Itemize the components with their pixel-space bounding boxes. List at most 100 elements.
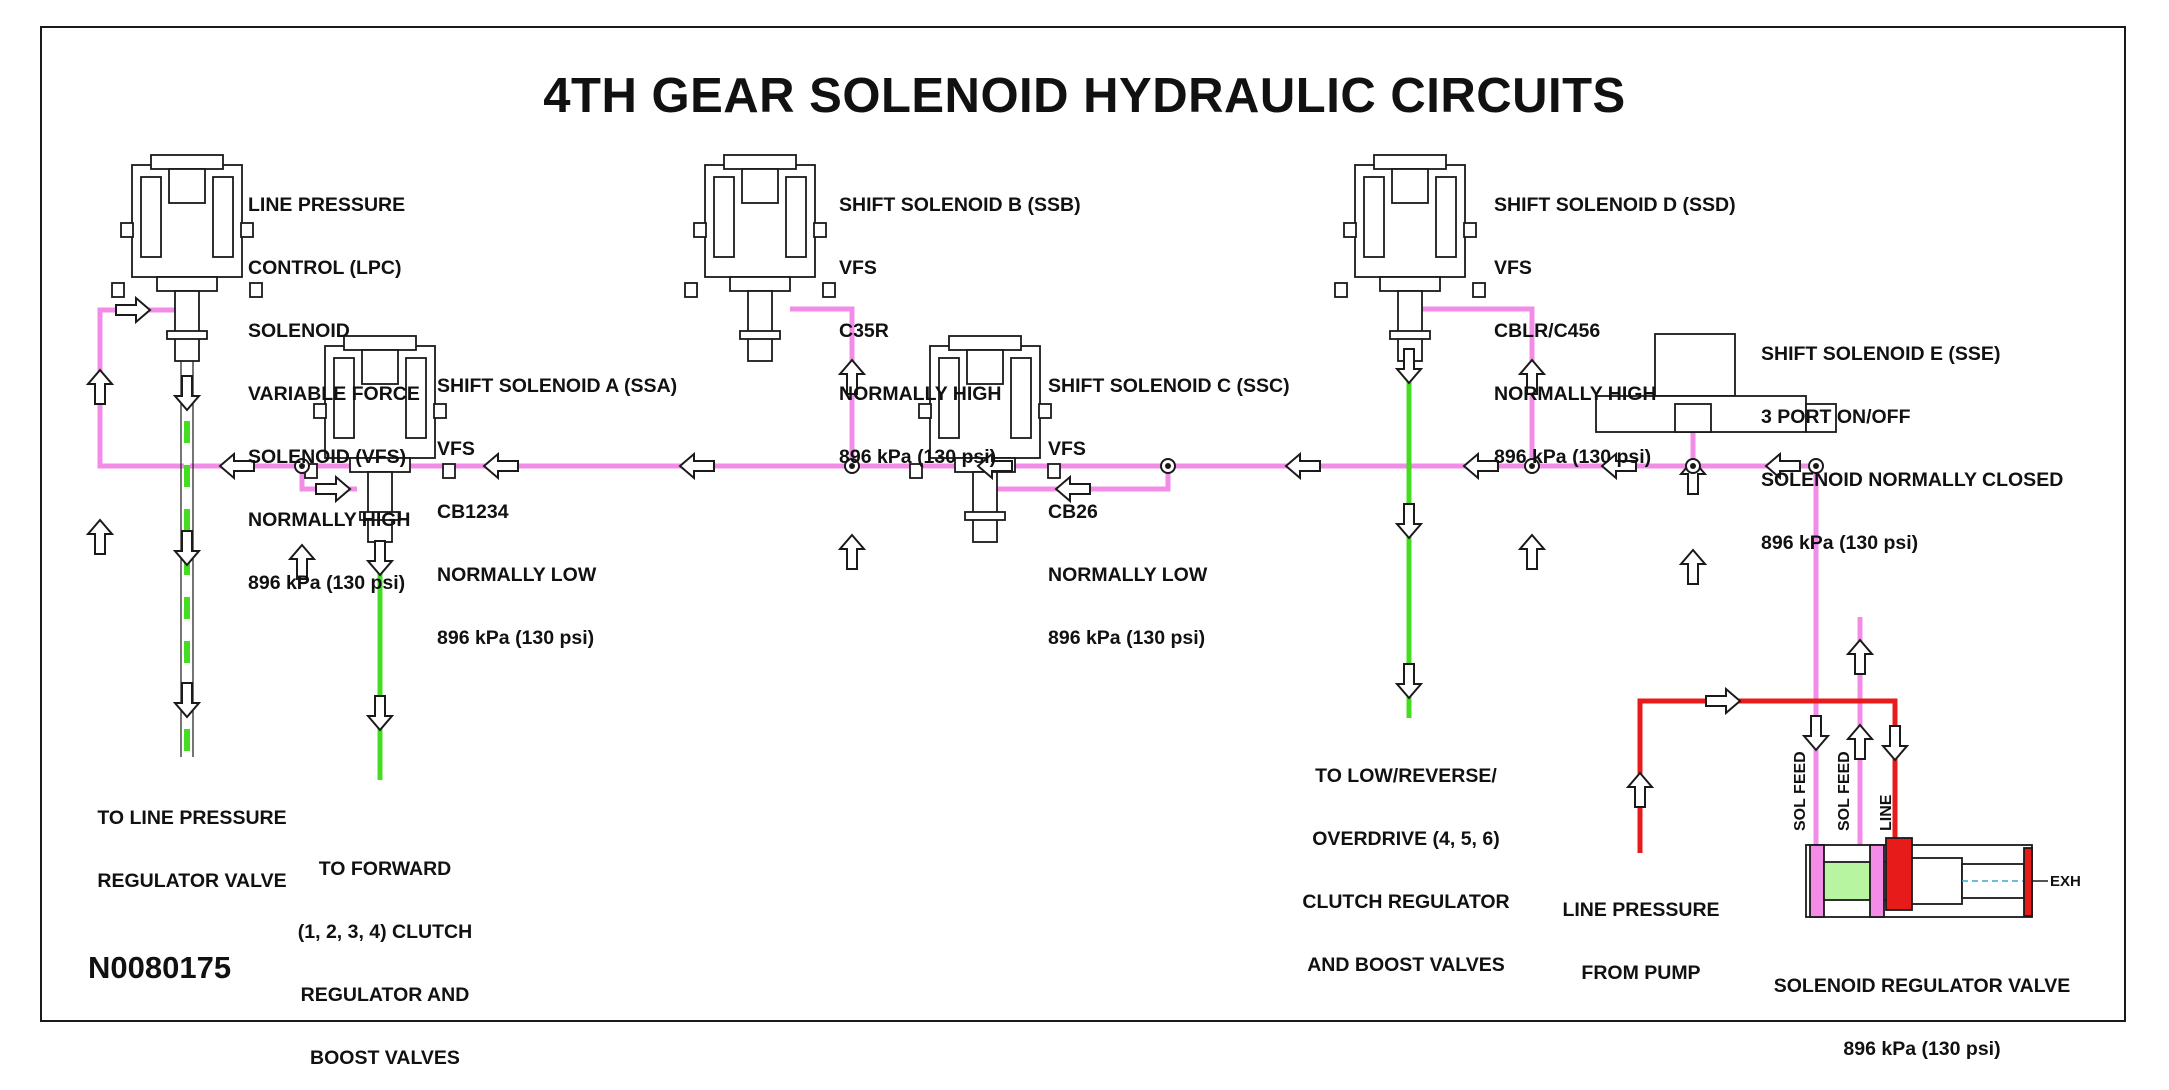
- mount-tab-right: [240, 222, 254, 238]
- sse-line: SOLENOID NORMALLY CLOSED: [1761, 469, 2064, 491]
- lpc-line: LINE PRESSURE: [248, 194, 406, 216]
- flow-arrow-up: [85, 518, 115, 555]
- exhaust-end-cap: [2023, 847, 2033, 917]
- ssa-line: NORMALLY LOW: [437, 564, 597, 586]
- sse-line: SHIFT SOLENOID E (SSE): [1761, 343, 2001, 365]
- solenoid-connector: [150, 154, 224, 170]
- figure-id: N0080175: [88, 950, 232, 985]
- terminal-left: [1334, 282, 1348, 298]
- lpc-solenoid-body: [111, 154, 263, 362]
- junction-center: [1165, 463, 1171, 469]
- ssc-line: VFS: [1048, 438, 1086, 460]
- flow-arrow-down: [1394, 503, 1424, 540]
- coil-left: [938, 357, 960, 439]
- flow-arrow-left: [1054, 474, 1091, 504]
- ssc-line: CB26: [1048, 501, 1098, 523]
- coil-right: [1435, 176, 1457, 258]
- ssa-solenoid-label: SHIFT SOLENOID A (SSA) VFS CB1234 NORMAL…: [437, 334, 677, 670]
- dest-line: 896 kPa (130 psi): [1843, 1038, 2001, 1060]
- armature: [168, 168, 206, 204]
- mount-tab-left: [313, 403, 327, 419]
- flow-arrow-down: [365, 695, 395, 732]
- ssa-line: CB1234: [437, 501, 509, 523]
- body-flange: [1379, 276, 1441, 292]
- mount-tab-right: [1038, 403, 1052, 419]
- ssa-solenoid-body: [304, 335, 456, 543]
- forward-clutch-label: TO FORWARD (1, 2, 3, 4) CLUTCH REGULATOR…: [270, 817, 500, 1090]
- stem-collar: [359, 511, 401, 521]
- flow-arrow-down: [1880, 725, 1910, 762]
- body-flange: [729, 276, 791, 292]
- coil-right: [405, 357, 427, 439]
- ssd-solenoid-body: [1334, 154, 1486, 362]
- sse-plunger: [1674, 403, 1712, 433]
- valve-stem: [747, 290, 773, 362]
- exhaust-port-label: EXH: [2050, 873, 2081, 890]
- body-flange: [156, 276, 218, 292]
- ssb-line: VFS: [839, 257, 877, 279]
- coil-left: [713, 176, 735, 258]
- flow-arrow-right: [315, 474, 352, 504]
- dest-line: TO LOW/REVERSE/: [1315, 765, 1497, 787]
- flow-arrow-down: [1801, 715, 1831, 752]
- armature: [966, 349, 1004, 385]
- stem-collar: [1389, 330, 1431, 340]
- line-port-label: LINE: [1878, 794, 1895, 831]
- sol-feed-1-port-label: SOL FEED: [1792, 751, 1809, 831]
- ssb-solenoid-label: SHIFT SOLENOID B (SSB) VFS C35R NORMALLY…: [839, 153, 1081, 489]
- armature: [741, 168, 779, 204]
- sse-line: 3 PORT ON/OFF: [1761, 406, 1911, 428]
- sol-feed-2-land: [1869, 844, 1885, 918]
- coil-left: [1363, 176, 1385, 258]
- stem-collar: [739, 330, 781, 340]
- lpc-line: NORMALLY HIGH: [248, 509, 411, 531]
- flow-arrow-right: [115, 295, 152, 325]
- terminal-left: [684, 282, 698, 298]
- flow-arrow-left: [976, 451, 1013, 481]
- mount-tab-right: [433, 403, 447, 419]
- terminal-right: [1472, 282, 1486, 298]
- mount-tab-right: [813, 222, 827, 238]
- ssd-line: SHIFT SOLENOID D (SSD): [1494, 194, 1736, 216]
- flow-arrow-left: [1284, 451, 1321, 481]
- ssc-line: NORMALLY LOW: [1048, 564, 1208, 586]
- stem-collar: [166, 330, 208, 340]
- junction-center: [1813, 463, 1819, 469]
- flow-arrow-left: [1600, 451, 1637, 481]
- flow-arrow-up: [837, 358, 867, 395]
- terminal-right: [822, 282, 836, 298]
- stem-collar: [964, 511, 1006, 521]
- flow-arrow-up: [1625, 771, 1655, 808]
- regulator-valve-label: SOLENOID REGULATOR VALVE 896 kPa (130 ps…: [1752, 934, 2092, 1081]
- dest-line: OVERDRIVE (4, 5, 6): [1312, 828, 1500, 850]
- mount-tab-left: [1343, 222, 1357, 238]
- ssa-line: 896 kPa (130 psi): [437, 627, 595, 649]
- sse-coil: [1654, 333, 1736, 397]
- ssd-line: 896 kPa (130 psi): [1494, 446, 1652, 468]
- flow-arrow-up: [287, 543, 317, 580]
- ssb-line: NORMALLY HIGH: [839, 383, 1002, 405]
- lpc-solenoid-label: LINE PRESSURE CONTROL (LPC) SOLENOID VAR…: [248, 153, 420, 615]
- armature: [361, 349, 399, 385]
- flow-arrow-left: [218, 451, 255, 481]
- dest-line: AND BOOST VALVES: [1307, 954, 1505, 976]
- lpc-line: SOLENOID (VFS): [248, 446, 407, 468]
- dest-line: FROM PUMP: [1581, 962, 1701, 984]
- sse-solenoid-label: SHIFT SOLENOID E (SSE) 3 PORT ON/OFF SOL…: [1761, 302, 2063, 575]
- pump-label: LINE PRESSURE FROM PUMP: [1541, 858, 1741, 1005]
- flow-arrow-up: [1845, 723, 1875, 760]
- junction-center: [1690, 463, 1696, 469]
- flow-arrow-left: [678, 451, 715, 481]
- terminal-right: [1047, 463, 1061, 479]
- flow-arrow-down: [1394, 348, 1424, 385]
- dest-line: LINE PRESSURE: [1562, 899, 1720, 921]
- flow-arrow-left: [1462, 451, 1499, 481]
- armature: [1391, 168, 1429, 204]
- flow-arrow-down: [172, 682, 202, 719]
- valve-stem: [367, 471, 393, 543]
- ssd-line: NORMALLY HIGH: [1494, 383, 1657, 405]
- low-reverse-label: TO LOW/REVERSE/ OVERDRIVE (4, 5, 6) CLUT…: [1286, 724, 1526, 997]
- flow-arrow-down: [172, 375, 202, 412]
- mount-tab-left: [120, 222, 134, 238]
- flow-arrow-up: [1845, 638, 1875, 675]
